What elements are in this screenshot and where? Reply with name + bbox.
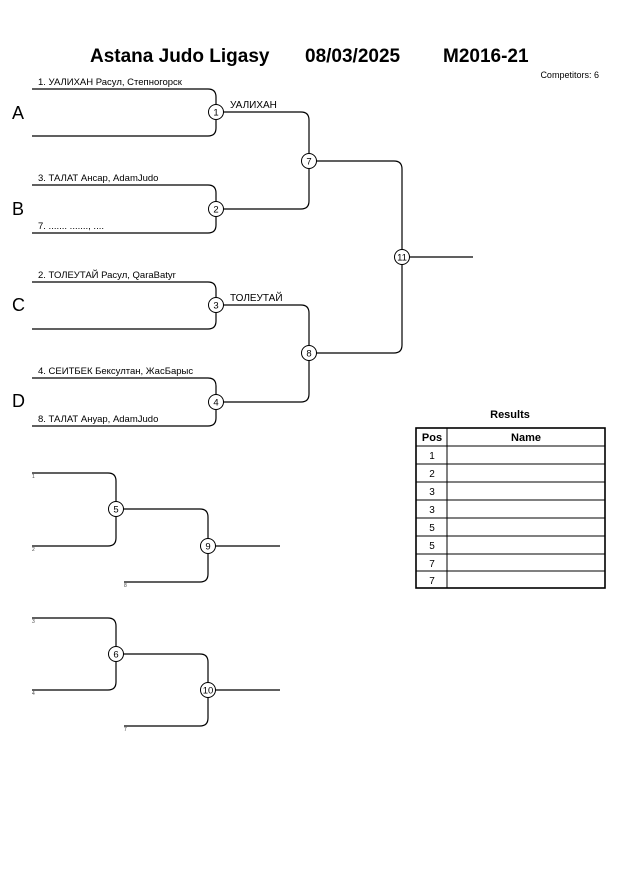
competitor-4: 4. СЕИТБЕК Бексултан, ЖасБарыс (38, 366, 193, 377)
results-pos: 5 (429, 541, 435, 552)
competitor-8: 8. ТАЛАТ Ануар, AdamJudo (38, 414, 158, 425)
results-pos: 1 (429, 451, 435, 462)
match-1: 1 (208, 104, 224, 120)
match-3: 3 (208, 297, 224, 313)
match-5: 5 (108, 501, 124, 517)
match-number: 5 (113, 505, 118, 516)
pool-c-bracket (32, 281, 217, 330)
results-pos: 3 (429, 487, 435, 498)
pool-label-c: C (12, 295, 25, 315)
pool-label-b: B (12, 199, 24, 219)
competitors-number: 6 (593, 70, 599, 80)
age-category: M2016-21 (443, 46, 529, 67)
competitor-2: 2. ТОЛЕУТАЙ Расул, QaraBatyr (38, 269, 176, 281)
results-pos: 3 (429, 505, 435, 516)
competitor-1: 1. УАЛИХАН Расул, Степногорск (38, 77, 183, 88)
results-table: Results Pos Name 1 2 3 3 5 5 7 7 (415, 409, 606, 589)
final-bracket (309, 160, 403, 354)
repechage-seed-label: 8 (124, 583, 127, 589)
competitor-3: 3. ТАЛАТ Ансар, AdamJudo (38, 173, 158, 184)
match-number: 3 (213, 301, 218, 312)
match-10: 10 (200, 682, 216, 698)
match-number: 8 (306, 349, 311, 360)
repechage-seed-label: 4 (32, 691, 35, 697)
event-date: 08/03/2025 (305, 46, 401, 67)
results-pos: 5 (429, 523, 435, 534)
match-6: 6 (108, 646, 124, 662)
match-number: 2 (213, 205, 218, 216)
winner-match-3: ТОЛЕУТАЙ (230, 291, 283, 304)
results-col-pos: Pos (422, 432, 442, 444)
match-2: 2 (208, 201, 224, 217)
match-11: 11 (394, 249, 410, 265)
league-title: Astana Judo Ligasy (90, 46, 270, 67)
pool-label-d: D (12, 391, 25, 411)
match-number: 10 (203, 686, 214, 697)
match-number: 4 (213, 398, 218, 409)
match-number: 9 (205, 542, 210, 553)
repechage-6-bracket (32, 617, 117, 691)
match-number: 7 (306, 157, 311, 168)
results-col-name: Name (511, 432, 541, 444)
repechage-seed-label: 1 (32, 474, 35, 480)
match-4: 4 (208, 394, 224, 410)
competitor-7: 7. ....... ......., .... (38, 221, 104, 232)
results-pos: 7 (429, 559, 435, 570)
winner-match-1: УАЛИХАН (230, 100, 277, 111)
pool-label-a: A (12, 103, 24, 123)
repechage-10-bracket (116, 653, 209, 727)
semifinal-bottom-bracket (216, 304, 310, 403)
bracket-lines (32, 88, 473, 727)
match-number: 6 (113, 650, 118, 661)
semifinal-top-bracket (216, 111, 310, 210)
repechage-5-bracket (32, 472, 117, 547)
match-number: 1 (213, 108, 218, 119)
results-pos: 2 (429, 469, 435, 480)
repechage-seed-label: 3 (32, 619, 35, 625)
competitors-label: Competitors: (540, 70, 592, 80)
repechage-seed-label: 7 (124, 727, 127, 733)
results-pos: 7 (429, 576, 435, 587)
match-9: 9 (200, 538, 216, 554)
pool-a-bracket (32, 88, 217, 137)
match-number: 11 (397, 253, 407, 264)
match-7: 7 (301, 153, 317, 169)
repechage-9-bracket (116, 508, 209, 583)
competitors-count: Competitors: 6 (540, 70, 599, 80)
results-title: Results (490, 409, 530, 421)
match-8: 8 (301, 345, 317, 361)
repechage-seed-label: 2 (32, 547, 35, 553)
